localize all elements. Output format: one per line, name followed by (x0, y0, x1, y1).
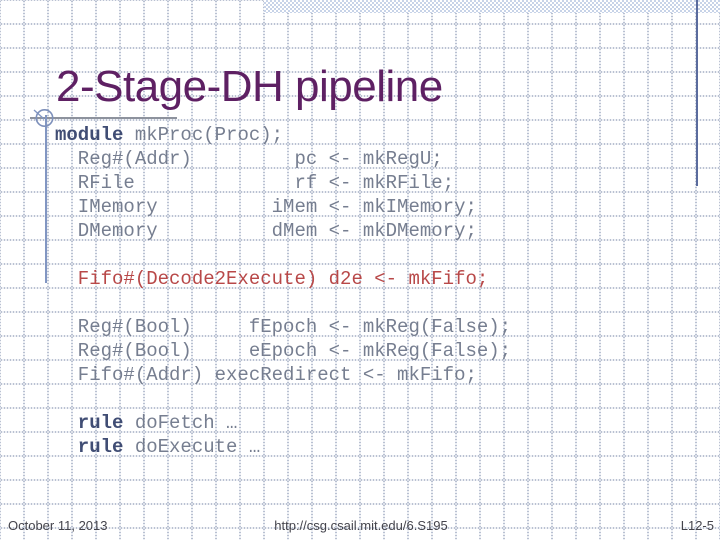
code-text: Fifo#(Addr) execRedirect <- mkFifo; (55, 364, 477, 386)
code-text: Reg#(Bool) eEpoch <- mkReg(False); (55, 340, 512, 362)
code-text: IMemory iMem <- mkIMemory; (55, 196, 477, 218)
code-line-blank (55, 387, 511, 411)
code-line: rule doFetch … (55, 411, 511, 435)
code-text: Reg#(Bool) fEpoch <- mkReg(False); (55, 316, 512, 338)
code-line-blank (55, 291, 511, 315)
page-title: 2-Stage-DH pipeline (56, 62, 443, 111)
code-line: Reg#(Bool) eEpoch <- mkReg(False); (55, 339, 511, 363)
footer-page-number: L12-5 (680, 518, 714, 533)
left-guide-line (45, 115, 47, 283)
code-line: Reg#(Addr) pc <- mkRegU; (55, 147, 511, 171)
code-text: doFetch … (123, 412, 238, 434)
code-keyword: rule (55, 412, 124, 434)
code-line: IMemory iMem <- mkIMemory; (55, 195, 511, 219)
code-line: RFile rf <- mkRFile; (55, 171, 511, 195)
code-line: DMemory dMem <- mkDMemory; (55, 219, 511, 243)
footer-date: October 11, 2013 (8, 518, 108, 533)
code-block: module mkProc(Proc); Reg#(Addr) pc <- mk… (55, 123, 511, 459)
code-text: DMemory dMem <- mkDMemory; (55, 220, 477, 242)
code-line-highlight: Fifo#(Decode2Execute) d2e <- mkFifo; (55, 267, 511, 291)
code-line: rule doExecute … (55, 435, 511, 459)
code-text: Reg#(Addr) pc <- mkRegU; (55, 148, 443, 170)
code-keyword: module (55, 124, 124, 146)
code-line-blank (55, 243, 511, 267)
code-keyword: rule (55, 436, 124, 458)
code-text: RFile rf <- mkRFile; (55, 172, 455, 194)
code-line: module mkProc(Proc); (55, 123, 511, 147)
title-underline (30, 117, 177, 119)
code-text: Fifo#(Decode2Execute) d2e <- mkFifo; (55, 268, 489, 290)
right-accent-line (696, 0, 698, 186)
footer: October 11, 2013 http://csg.csail.mit.ed… (0, 518, 720, 533)
code-line: Reg#(Bool) fEpoch <- mkReg(False); (55, 315, 511, 339)
code-line: Fifo#(Addr) execRedirect <- mkFifo; (55, 363, 511, 387)
code-text: mkProc(Proc); (123, 124, 284, 146)
top-hatch-bar (264, 0, 720, 13)
grommet-circle-icon (33, 109, 54, 127)
code-text: doExecute … (123, 436, 261, 458)
footer-url: http://csg.csail.mit.edu/6.S195 (274, 518, 448, 533)
